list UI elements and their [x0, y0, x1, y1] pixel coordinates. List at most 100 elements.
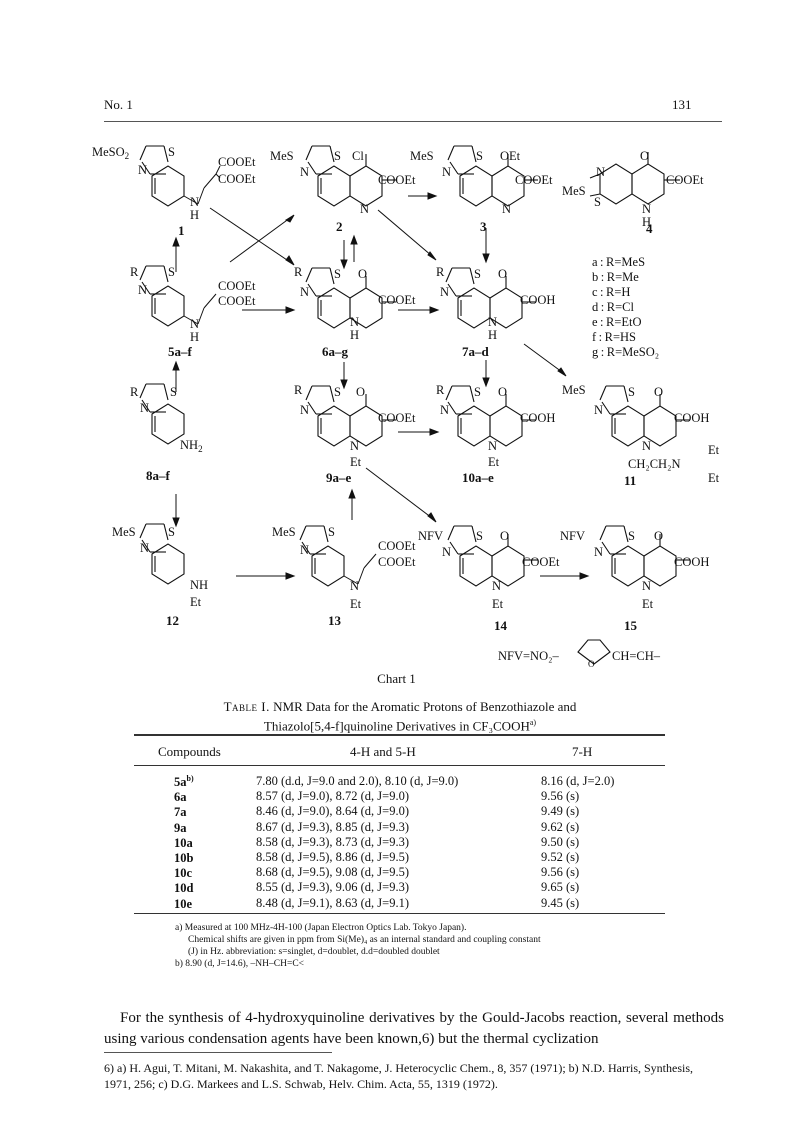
- substituent-e: e : R=EtO: [592, 315, 642, 329]
- substituent-d: d : R=Cl: [592, 300, 634, 314]
- table-row: 6a 8.57 (d, J=9.0), 8.72 (d, J=9.0) 9.56 (…: [0, 789, 793, 804]
- compound-cell-wrap: 6a: [174, 789, 194, 805]
- nitrogen-atom: N: [300, 403, 309, 417]
- compound-cell-wrap: 10e: [174, 896, 194, 912]
- carbonyl-o: O: [640, 149, 649, 163]
- nitrogen-atom: N: [594, 403, 603, 417]
- shift-7h-cell: 9.56 (s): [541, 789, 580, 804]
- compound-label-6: 6a–g: [322, 344, 349, 359]
- nitrogen-atom: N: [594, 545, 603, 559]
- nitrogen-atom: N: [138, 283, 147, 297]
- col-header-compounds: Compounds: [158, 744, 221, 759]
- r-group: R: [436, 265, 445, 279]
- mes-group: MeS: [270, 149, 294, 163]
- sulfur-atom: S: [628, 385, 635, 399]
- ring-n: N: [488, 315, 497, 329]
- substituent-f: f : R=HS: [592, 330, 636, 344]
- sulfur-atom: S: [334, 149, 341, 163]
- reaction-arrows: [172, 192, 590, 580]
- col-header-4h5h: 4-H and 5-H: [350, 744, 416, 759]
- shift-7h-cell: 9.50 (s): [541, 834, 580, 849]
- compound-cell-wrap: 10b: [174, 850, 194, 866]
- compound-label-4: 4: [646, 221, 653, 236]
- sulfur-atom: S: [476, 149, 483, 163]
- compound-label-13: 13: [328, 613, 342, 628]
- carbonyl-o: O: [654, 529, 663, 543]
- nfv-group: NFV: [418, 529, 443, 543]
- reference-6: 6) a) H. Agui, T. Mitani, M. Nakashita, …: [104, 1061, 694, 1091]
- compound-cell: 9a: [174, 820, 187, 835]
- carbonyl-o: O: [500, 529, 509, 543]
- ester-group: COOEt: [515, 173, 553, 187]
- carbonyl-o: O: [356, 385, 365, 399]
- ring-n: N: [488, 439, 497, 453]
- amine-n: N: [350, 579, 359, 593]
- carbonyl-o: O: [498, 385, 507, 399]
- ester-group: COOEt: [378, 555, 416, 569]
- chart-caption: Chart 1: [377, 671, 416, 686]
- table-row: 5ab)7.80 (d.d, J=9.0 and 2.0), 8.10 (d, …: [0, 774, 793, 789]
- sulfur-atom: S: [334, 385, 341, 399]
- shift-4h5h-cell: 8.57 (d, J=9.0), 8.72 (d, J=9.0): [256, 789, 409, 804]
- ring-n: N: [360, 202, 369, 216]
- nitrogen-atom: N: [138, 163, 147, 177]
- mes-group: MeS: [272, 525, 296, 539]
- ester-group: COOEt: [522, 555, 560, 569]
- carbonyl-o: O: [654, 385, 663, 399]
- compound-label-14: 14: [494, 618, 508, 633]
- acid-group: COOH: [674, 555, 709, 569]
- compound-5: [139, 265, 217, 327]
- shift-4h5h-cell: 8.68 (d, J=9.5), 9.08 (d, J=9.5): [256, 865, 409, 880]
- header-rule: [104, 121, 722, 122]
- compound-cell: 10e: [174, 896, 193, 911]
- ethyl-group: Et: [190, 595, 202, 609]
- compound-label-12: 12: [166, 613, 179, 628]
- footnote-b: b) 8.90 (d, J=14.6), –NH–CH=C<: [175, 959, 305, 969]
- shift-7h-cell: 9.45 (s): [541, 895, 580, 910]
- compound-cell-wrap: 10d: [174, 880, 194, 896]
- ester-group: COOEt: [378, 411, 416, 425]
- shift-7h-cell: 9.62 (s): [541, 819, 580, 834]
- mes-group: MeS: [562, 383, 586, 397]
- reaction-scheme-chart: MeSO2 S N COOEt COOEt N H 1 MeS S Cl N C…: [92, 145, 720, 668]
- compound-label-9: 9a–e: [326, 470, 352, 485]
- shift-7h-cell: 9.56 (s): [541, 865, 580, 880]
- compound-label-10: 10a–e: [462, 470, 494, 485]
- shift-7h-cell: 8.16 (d, J=2.0): [541, 774, 615, 788]
- substituent-b: b : R=Me: [592, 270, 639, 284]
- nitrogen-atom: N: [300, 165, 309, 179]
- mes-group: MeS: [410, 149, 434, 163]
- compound-4: [589, 152, 680, 205]
- body-paragraph: For the synthesis of 4-hydroxyquinoline …: [104, 1010, 724, 1047]
- acid-group: COOH: [520, 293, 555, 307]
- ester-group: COOEt: [218, 294, 256, 308]
- table-row: 9a 8.67 (d, J=9.3), 8.85 (d, J=9.3) 9.62 (…: [0, 820, 793, 835]
- shift-4h5h-cell: 8.67 (d, J=9.3), 8.85 (d, J=9.3): [256, 819, 409, 834]
- nitrogen-atom: N: [140, 401, 149, 415]
- shift-7h-cell: 9.52 (s): [541, 850, 580, 864]
- sulfur-atom: S: [594, 195, 601, 209]
- sulfur-atom: S: [628, 529, 635, 543]
- footnote-a-line1: a) Measured at 100 MHz-4H-100 (Japan Ele…: [175, 923, 467, 933]
- aminoethyl-group: CH₂CH₂N: [628, 457, 680, 471]
- sulfur-atom: S: [328, 525, 335, 539]
- acid-group: COOH: [674, 411, 709, 425]
- amino-group: NH2: [180, 438, 203, 454]
- r-group: R: [436, 383, 445, 397]
- compound-label-2: 2: [336, 219, 343, 234]
- table-title-line1: NMR Data for the Aromatic Protons of Ben…: [273, 699, 577, 714]
- nitrogen-atom: N: [442, 545, 451, 559]
- reference-rule: [104, 1052, 332, 1053]
- ring-n: N: [642, 202, 651, 216]
- ring-n: N: [350, 315, 359, 329]
- compound-13: [299, 525, 377, 587]
- ester-group: COOEt: [378, 173, 416, 187]
- compound-label-3: 3: [480, 219, 487, 234]
- compound-label-11: 11: [624, 473, 636, 488]
- substituent-legend: a : R=MeS b : R=Me c : R=H d : R=Cl e : …: [592, 255, 659, 359]
- substituent-g: g : R=MeSO₂: [592, 345, 659, 359]
- shift-7h-cell: 9.49 (s): [541, 804, 580, 819]
